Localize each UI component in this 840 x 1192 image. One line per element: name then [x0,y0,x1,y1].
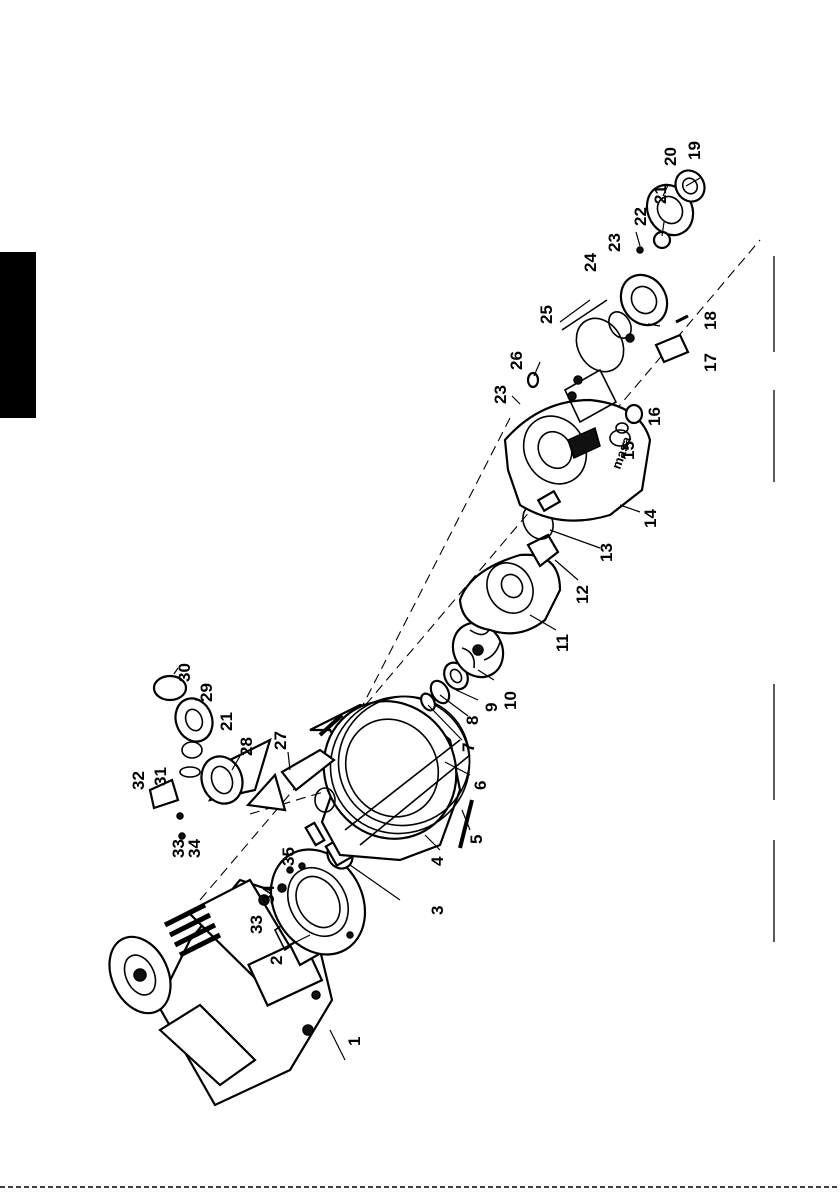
callout-7: 7 [459,743,478,752]
callout-23b: 23 [491,385,510,404]
callout-24: 24 [581,253,600,272]
plate-screw [676,316,688,322]
callout-28: 28 [237,737,256,756]
callout-32: 32 [129,771,148,790]
callout-31: 31 [151,767,170,786]
callout-18: 18 [701,311,720,330]
cover-plate [656,335,688,362]
callout-34b: 34 [259,885,278,904]
callout-8: 8 [463,716,482,725]
callout-6: 6 [471,781,490,790]
callout-10: 10 [501,691,520,710]
callout-22: 22 [631,207,650,226]
callout-21: 21 [651,185,670,204]
rear-cover-assembly [528,266,676,422]
callout-26: 26 [507,351,526,370]
callout-13: 13 [597,543,616,562]
callout-9: 9 [482,703,501,712]
callout-11: 11 [553,634,572,652]
callout-1: 1 [345,1037,364,1046]
callout-17: 17 [701,353,720,372]
callout-12: 12 [573,585,592,604]
callout-16: 16 [645,407,664,426]
callout-14: 14 [641,509,660,528]
callout-2: 2 [267,956,286,965]
callout-33b: 33 [247,915,266,934]
callout-34: 34 [185,839,204,858]
callout-27: 27 [271,731,290,750]
callout-5: 5 [467,835,486,844]
callout-23: 23 [605,233,624,252]
callout-25: 25 [537,305,556,324]
callout-4: 4 [428,856,447,866]
callout-15: 15 [619,441,638,460]
callout-29: 29 [197,683,216,702]
volute [460,554,560,633]
outlet-elbow-assembly [150,676,334,839]
callout-19: 19 [685,141,704,160]
callout-30: 30 [175,663,194,682]
callout-20: 20 [661,147,680,166]
callout-35: 35 [279,847,298,866]
drain-plug [626,405,642,423]
callout-21b: 21 [217,712,236,731]
page-edge-tab [0,252,36,418]
callout-3: 3 [428,906,447,915]
